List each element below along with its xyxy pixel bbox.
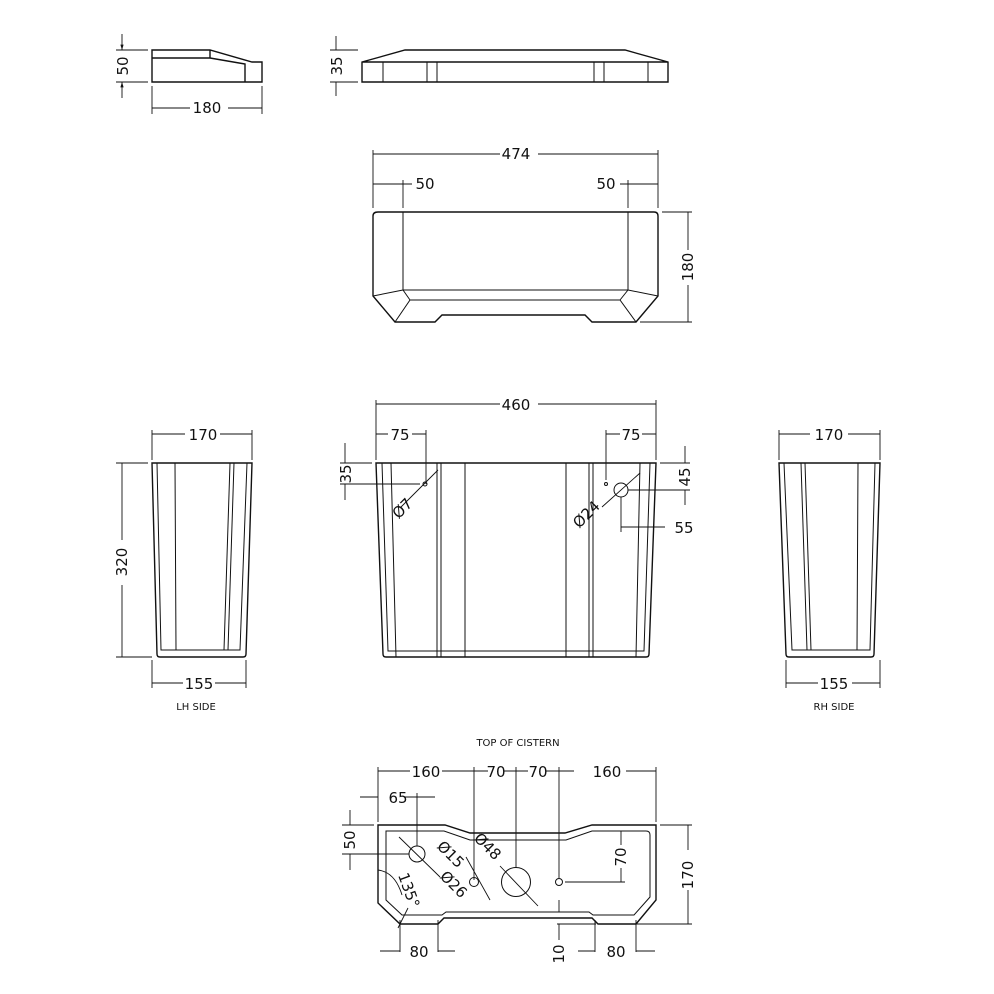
top-of-cistern-caption: TOP OF CISTERN xyxy=(475,738,559,749)
cistern-dim-160-right: 160 xyxy=(593,763,622,781)
front-right-drop: 45 xyxy=(676,467,694,486)
lid-side-height: 50 xyxy=(114,56,132,75)
lid-side-width: 180 xyxy=(193,99,222,117)
cistern-right-hole-drop: 70 xyxy=(612,847,630,866)
front-right-dia: Ø24 xyxy=(569,497,604,532)
lid-top-left-inset: 50 xyxy=(415,175,434,193)
front-right-offset: 75 xyxy=(621,426,640,444)
cistern-angle: 135° xyxy=(394,870,423,910)
lid-front-view: 35 xyxy=(328,36,669,96)
rh-side-view: 170 155 RH SIDE xyxy=(778,426,881,713)
front-left-offset: 75 xyxy=(390,426,409,444)
top-of-cistern-view: TOP OF CISTERN 160 70 70 160 65 50 170 7… xyxy=(341,738,697,964)
rh-bottom-width: 155 xyxy=(820,675,849,693)
rh-side-caption: RH SIDE xyxy=(814,702,855,713)
cistern-foot-left: 80 xyxy=(409,943,428,961)
lh-bottom-width: 155 xyxy=(185,675,214,693)
cistern-dim-70-left: 70 xyxy=(486,763,505,781)
cistern-dim-70-right: 70 xyxy=(528,763,547,781)
lid-top-view: 474 50 50 180 xyxy=(372,145,697,323)
rh-top-width: 170 xyxy=(815,426,844,444)
front-view: 460 75 75 35 Ø7 Ø24 45 55 xyxy=(337,396,694,658)
cistern-hole-drop: 50 xyxy=(341,830,359,849)
front-left-drop: 35 xyxy=(337,464,355,483)
lh-height: 320 xyxy=(113,548,131,577)
lid-top-depth: 180 xyxy=(679,253,697,282)
cistern-dia-48: Ø48 xyxy=(470,829,505,864)
lid-front-height: 35 xyxy=(328,56,346,75)
front-right-edge: 55 xyxy=(674,519,693,537)
cistern-dim-160-left: 160 xyxy=(412,763,441,781)
cistern-hole-offset: 65 xyxy=(388,789,407,807)
lid-top-width: 474 xyxy=(502,145,531,163)
cistern-dia-26: Ø26 xyxy=(436,867,471,902)
lh-side-view: 170 320 155 LH SIDE xyxy=(113,426,253,713)
lh-side-caption: LH SIDE xyxy=(176,702,216,713)
cistern-dia-15: Ø15 xyxy=(433,837,468,872)
cistern-recess: 10 xyxy=(550,944,568,963)
lid-top-right-inset: 50 xyxy=(596,175,615,193)
lh-top-width: 170 xyxy=(189,426,218,444)
cistern-depth: 170 xyxy=(679,861,697,890)
front-width: 460 xyxy=(502,396,531,414)
lid-side-view: 50 180 xyxy=(114,34,263,117)
cistern-foot-right: 80 xyxy=(606,943,625,961)
